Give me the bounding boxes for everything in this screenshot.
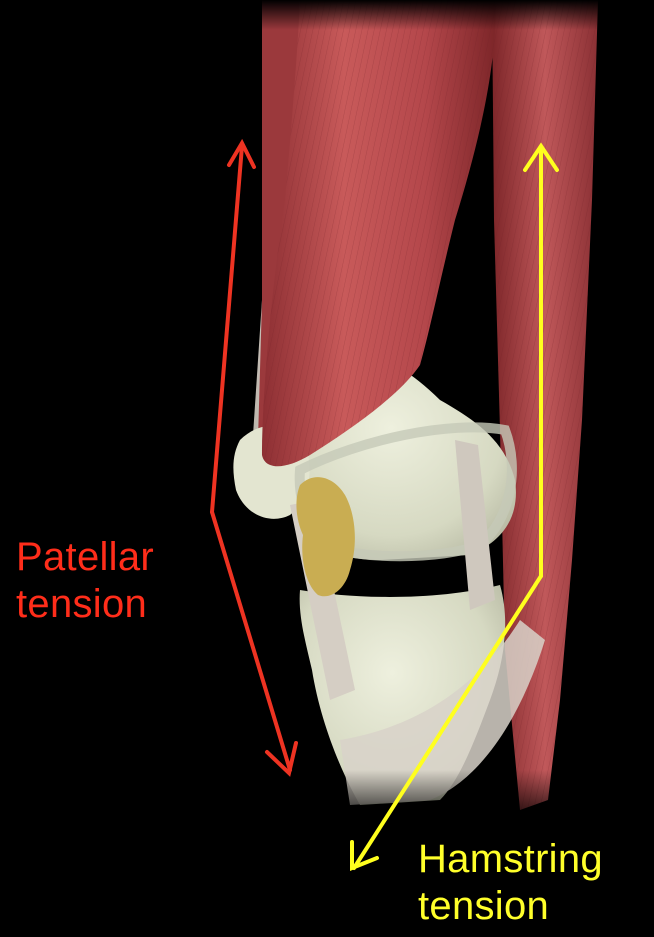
hamstring-label-line2: tension — [418, 883, 603, 930]
patellar-label-line1: Patellar — [16, 534, 154, 581]
patellar-tension-label: Patellar tension — [16, 534, 154, 628]
hamstring-tension-label: Hamstring tension — [418, 836, 603, 930]
patellar-label-line2: tension — [16, 581, 154, 628]
hamstring-label-line1: Hamstring — [418, 836, 603, 883]
